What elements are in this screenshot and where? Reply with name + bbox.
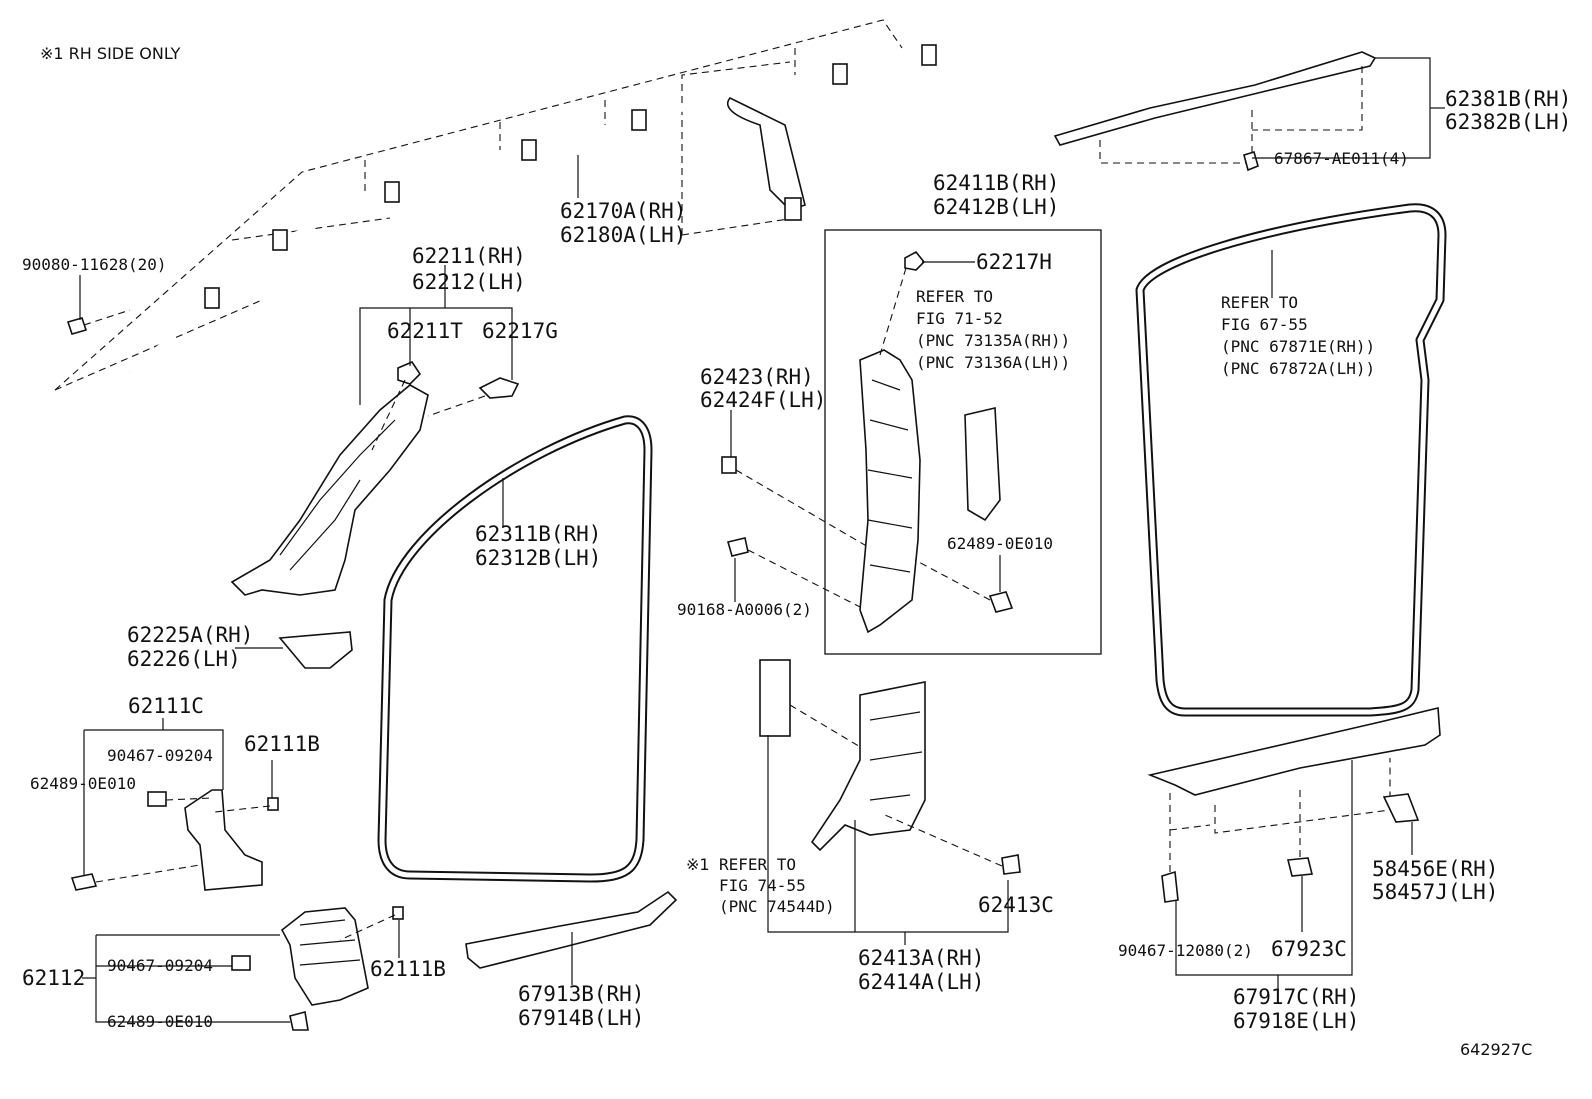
label-90467-12080: 90467-12080(2) <box>1118 941 1253 960</box>
label-62217h: 62217H <box>976 250 1052 274</box>
label-67914b: 67914B(LH) <box>518 1006 644 1030</box>
label-62211: 62211(RH) <box>412 244 526 268</box>
label-62111c: 62111C <box>128 694 204 718</box>
figure-reference-number: 642927C <box>1460 1040 1532 1059</box>
label-62180a: 62180A(LH) <box>560 223 686 247</box>
refer-fig-right: FIG 67-55 <box>1221 315 1308 334</box>
rh-side-note: ※1 RH SIDE ONLY <box>40 44 181 63</box>
label-62111b-lower: 62111B <box>370 957 446 981</box>
label-62411b: 62411B(RH) <box>933 171 1059 195</box>
label-67918e: 67918E(LH) <box>1233 1009 1359 1033</box>
rear-door-weatherstrip-illustration <box>1135 203 1447 717</box>
label-62311b: 62311B(RH) <box>475 522 601 546</box>
refer-fig-lower: FIG 74-55 <box>719 876 806 895</box>
label-62413c: 62413C <box>978 893 1054 917</box>
label-62413a: 62413A(RH) <box>858 946 984 970</box>
refer-pnc-center-rh: (PNC 73135A(RH)) <box>916 331 1070 350</box>
refer-pnc-center-lh: (PNC 73136A(LH)) <box>916 353 1070 372</box>
label-90168-a0006: 90168-A0006(2) <box>677 600 812 619</box>
curtain-airbag-illustration <box>54 19 961 391</box>
label-62111b-upper: 62111B <box>244 732 320 756</box>
center-pillar-garnish-illustration <box>859 250 1014 634</box>
refer-to-text-right: REFER TO <box>1221 293 1298 312</box>
label-62412b: 62412B(LH) <box>933 195 1059 219</box>
label-62489-0e010-lower: 62489-0E010 <box>107 1012 213 1031</box>
clip-and-bolt-illustration <box>721 456 871 611</box>
label-62112: 62112 <box>22 966 85 990</box>
rear-scuff-plate-illustration <box>1147 707 1441 903</box>
label-62423: 62423(RH) <box>700 365 814 389</box>
lower-center-pillar-illustration <box>759 659 1021 875</box>
label-62382b: 62382B(LH) <box>1445 110 1571 134</box>
label-58456e: 58456E(RH) <box>1372 857 1498 881</box>
label-67923c: 67923C <box>1271 937 1347 961</box>
front-scuff-plate-illustration <box>465 890 678 969</box>
label-62170a: 62170A(RH) <box>560 199 686 223</box>
refer-pnc-lower: (PNC 74544D) <box>719 897 835 916</box>
front-door-weatherstrip-illustration <box>377 415 653 883</box>
label-67917c: 67917C(RH) <box>1233 985 1359 1009</box>
label-67867-ae011: 67867-AE011(4) <box>1274 149 1409 168</box>
refer-pnc-right-rh: (PNC 67871E(RH)) <box>1221 337 1375 356</box>
label-62217g: 62217G <box>482 319 558 343</box>
refer-pnc-right-lh: (PNC 67872A(LH)) <box>1221 359 1375 378</box>
label-90467-09204-upper: 90467-09204 <box>107 746 213 765</box>
label-90080-11628: 90080-11628(20) <box>22 255 167 274</box>
refer-fig-center: FIG 71-52 <box>916 309 1003 328</box>
label-90467-09204-lower: 90467-09204 <box>107 956 213 975</box>
label-62381b: 62381B(RH) <box>1445 87 1571 111</box>
label-62211t: 62211T <box>387 319 463 343</box>
roof-side-weatherstrip-illustration <box>1053 51 1377 172</box>
front-pillar-garnish-illustration <box>230 361 520 596</box>
cowl-side-lower-illustration <box>231 906 404 1031</box>
label-62414a: 62414A(LH) <box>858 970 984 994</box>
center-pillar-callout-box <box>824 229 1102 655</box>
label-62212: 62212(LH) <box>412 270 526 294</box>
label-67913b: 67913B(RH) <box>518 982 644 1006</box>
label-62225a: 62225A(RH) <box>127 623 253 647</box>
label-58457j: 58457J(LH) <box>1372 880 1498 904</box>
label-62424f: 62424F(LH) <box>700 388 826 412</box>
refer-to-text-center: REFER TO <box>916 287 993 306</box>
cowl-side-trim-illustration <box>70 789 279 891</box>
label-62489-0e010-upper: 62489-0E010 <box>30 774 136 793</box>
leader-lines <box>79 57 1445 1023</box>
label-62226: 62226(LH) <box>127 647 241 671</box>
refer-note-mark: ※1 <box>686 855 710 874</box>
refer-to-text-lower: REFER TO <box>719 855 796 874</box>
pillar-cover-illustration <box>235 631 353 669</box>
label-62312b: 62312B(LH) <box>475 546 601 570</box>
label-62489-0e010-center: 62489-0E010 <box>947 534 1053 553</box>
